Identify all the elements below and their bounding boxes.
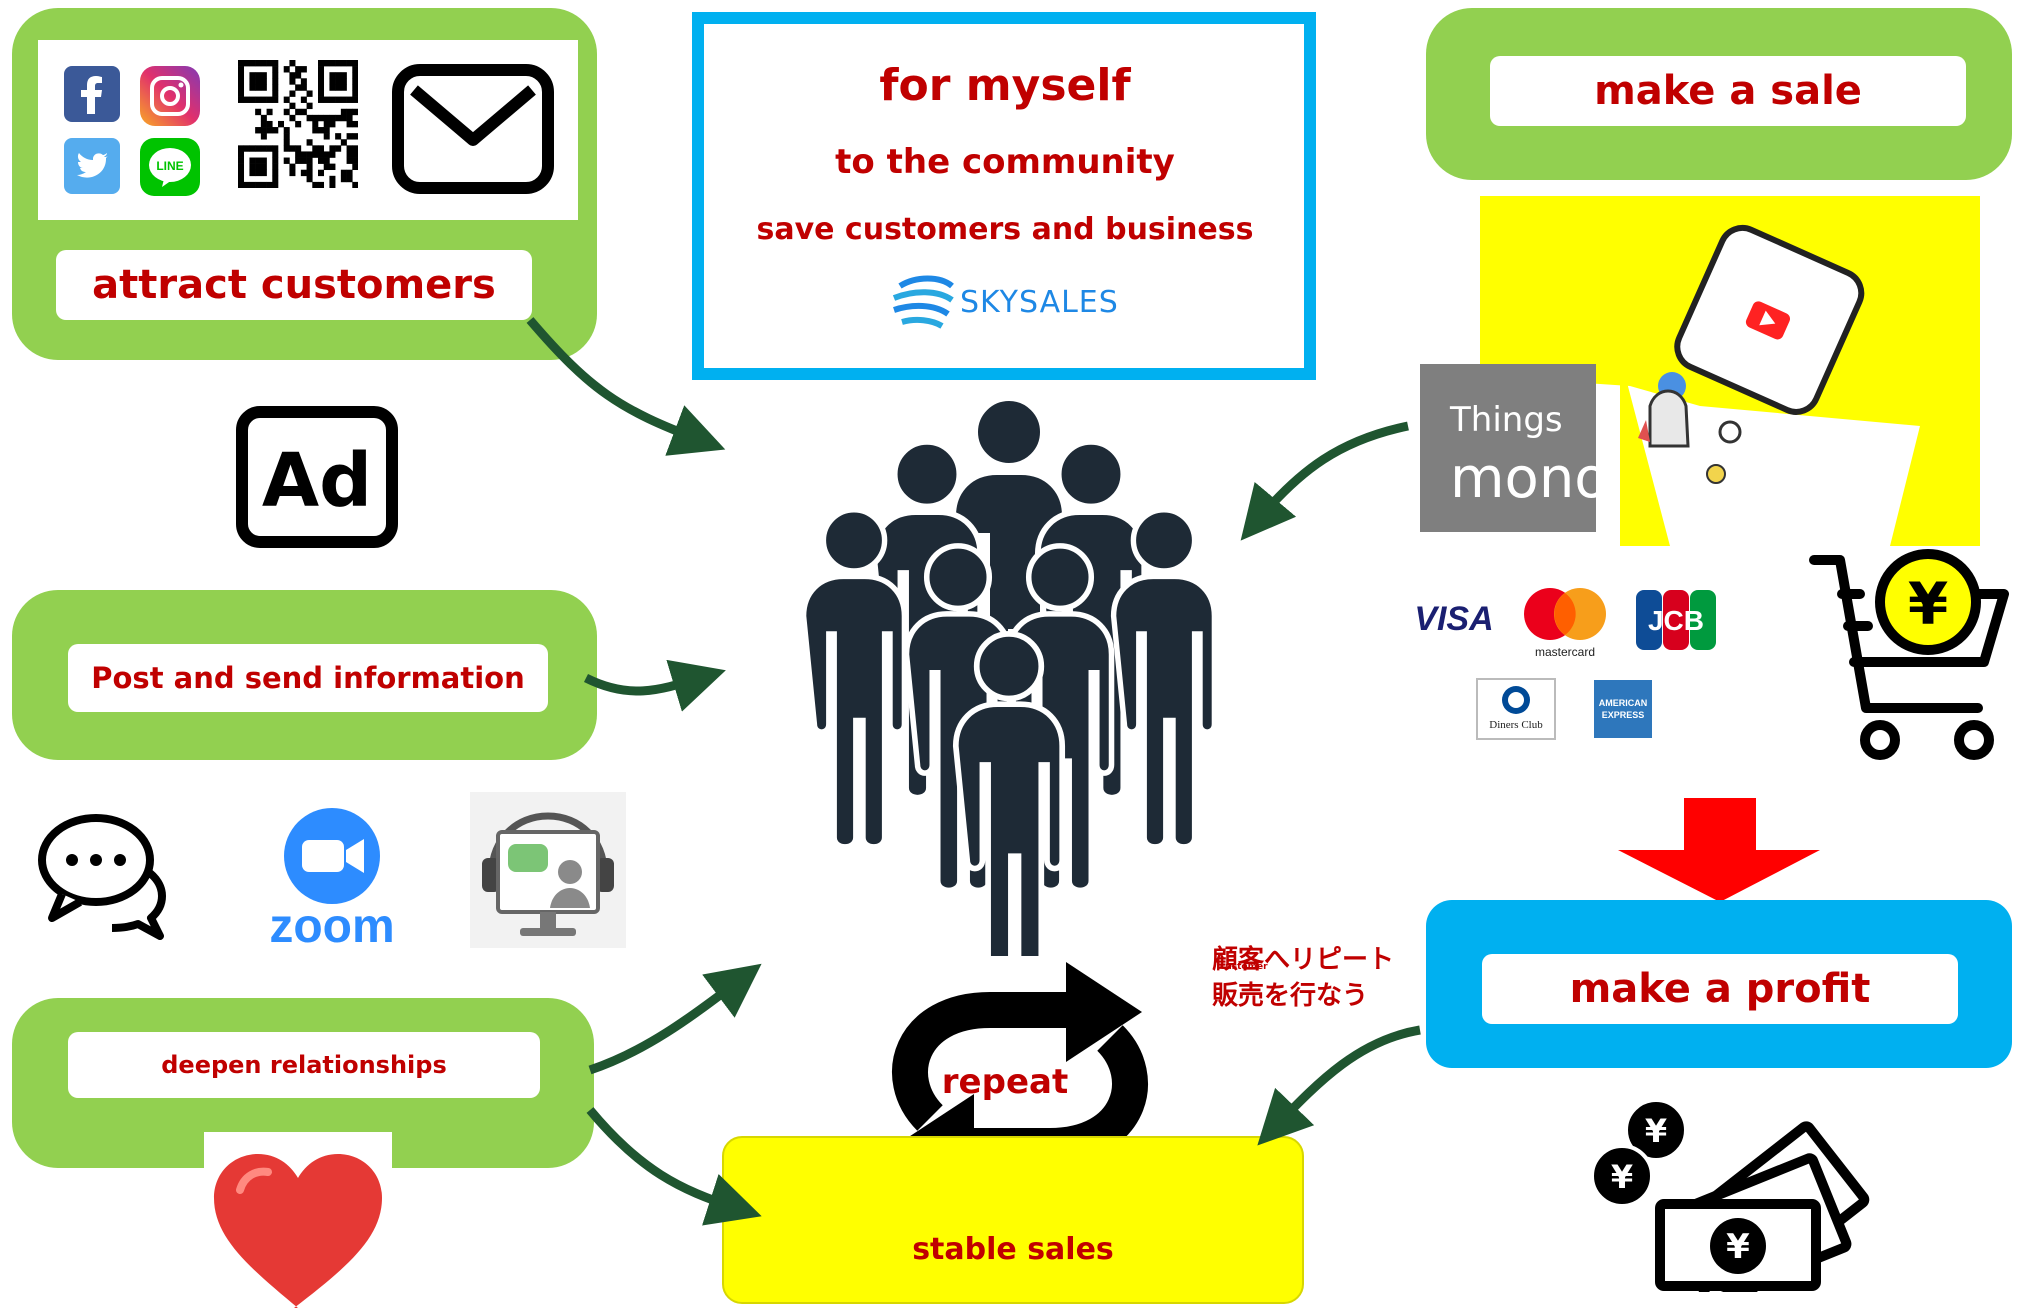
visa-logo: VISA xyxy=(1414,599,1494,638)
mission-line-2: to the community xyxy=(835,142,1175,182)
skysales-logo: SKYSALES xyxy=(890,270,1120,334)
globe-icon xyxy=(892,275,954,329)
svg-text:Ad: Ad xyxy=(262,438,372,524)
svg-text:¥: ¥ xyxy=(1908,570,1948,638)
svg-text:¥: ¥ xyxy=(1645,1112,1667,1150)
arrow-things-to-people xyxy=(1240,421,1409,541)
arrow-deepen-to-people xyxy=(588,963,762,1075)
arrow-deepen-to-stable xyxy=(586,1107,762,1226)
mail-icon[interactable] xyxy=(392,64,554,194)
repeat-label: repeat xyxy=(941,1062,1069,1102)
mono-text: mono xyxy=(1450,446,1596,511)
heart-icon xyxy=(210,1150,386,1310)
arrow-profit-to-stable xyxy=(1257,1025,1421,1146)
things-text: Things xyxy=(1450,400,1563,440)
svg-text:JCB: JCB xyxy=(1648,605,1704,636)
make-profit-label: make a profit xyxy=(1482,954,1958,1024)
things-mono-box: Things mono xyxy=(1420,364,1596,532)
jp-line-2: 販売を行なう xyxy=(1212,981,1369,1011)
person-silhouette xyxy=(800,507,908,850)
svg-text:zoom: zoom xyxy=(269,900,394,948)
customer-overlay-text: customer xyxy=(1220,962,1268,972)
svg-text:Diners Club: Diners Club xyxy=(1489,719,1543,731)
svg-text:AMERICAN: AMERICAN xyxy=(1599,698,1648,708)
line-text: LINE xyxy=(156,159,183,173)
mission-line-3: save customers and business xyxy=(756,212,1254,247)
mission-box xyxy=(692,12,1316,380)
svg-text:EXPRESS: EXPRESS xyxy=(1602,710,1645,720)
down-arrow-icon xyxy=(1594,798,1844,902)
qr-code-icon[interactable] xyxy=(238,60,358,188)
line-icon[interactable]: LINE xyxy=(140,138,200,196)
deepen-relationships-label: deepen relationships xyxy=(68,1032,540,1098)
post-info-label: Post and send information xyxy=(68,644,548,712)
ad-icon: Ad xyxy=(236,406,398,548)
stable-sales-box xyxy=(722,1136,1304,1304)
chat-bubbles-icon xyxy=(36,808,172,940)
jcb-logo: JCB xyxy=(1636,590,1716,650)
money-yen-icon: ¥ ¥ ¥ xyxy=(1584,1096,1874,1292)
svg-text:¥: ¥ xyxy=(1611,1158,1633,1196)
svg-text:mastercard: mastercard xyxy=(1535,645,1595,659)
skysales-text: SKYSALES xyxy=(960,284,1119,320)
person-silhouette xyxy=(1110,507,1218,850)
repeat-sales-japanese-text: 顧客へリピート 販売を行なう customer xyxy=(1212,942,1432,1026)
make-sale-label: make a sale xyxy=(1490,56,1966,126)
facebook-icon[interactable] xyxy=(64,66,120,122)
online-meeting-icon xyxy=(470,792,626,948)
person-silhouette xyxy=(952,631,1066,956)
diners-club-logo: Diners Club xyxy=(1476,678,1556,740)
jp-line-1: 顧客へリピート xyxy=(1212,945,1395,975)
mission-line-1: for myself xyxy=(879,60,1131,111)
people-crowd-icon xyxy=(782,396,1236,956)
stable-sales-label: stable sales xyxy=(912,1232,1114,1267)
arrow-post-to-people xyxy=(583,659,726,712)
svg-text:¥: ¥ xyxy=(1726,1227,1750,1267)
instagram-icon[interactable] xyxy=(140,66,200,126)
amex-logo: AMERICAN EXPRESS xyxy=(1594,680,1652,738)
twitter-icon[interactable] xyxy=(64,138,120,194)
mastercard-logo: mastercard xyxy=(1520,584,1610,660)
attract-customers-label: attract customers xyxy=(56,250,532,320)
shopping-cart-yen-icon: ¥ xyxy=(1808,540,2014,762)
zoom-icon[interactable]: zoom xyxy=(258,808,406,948)
